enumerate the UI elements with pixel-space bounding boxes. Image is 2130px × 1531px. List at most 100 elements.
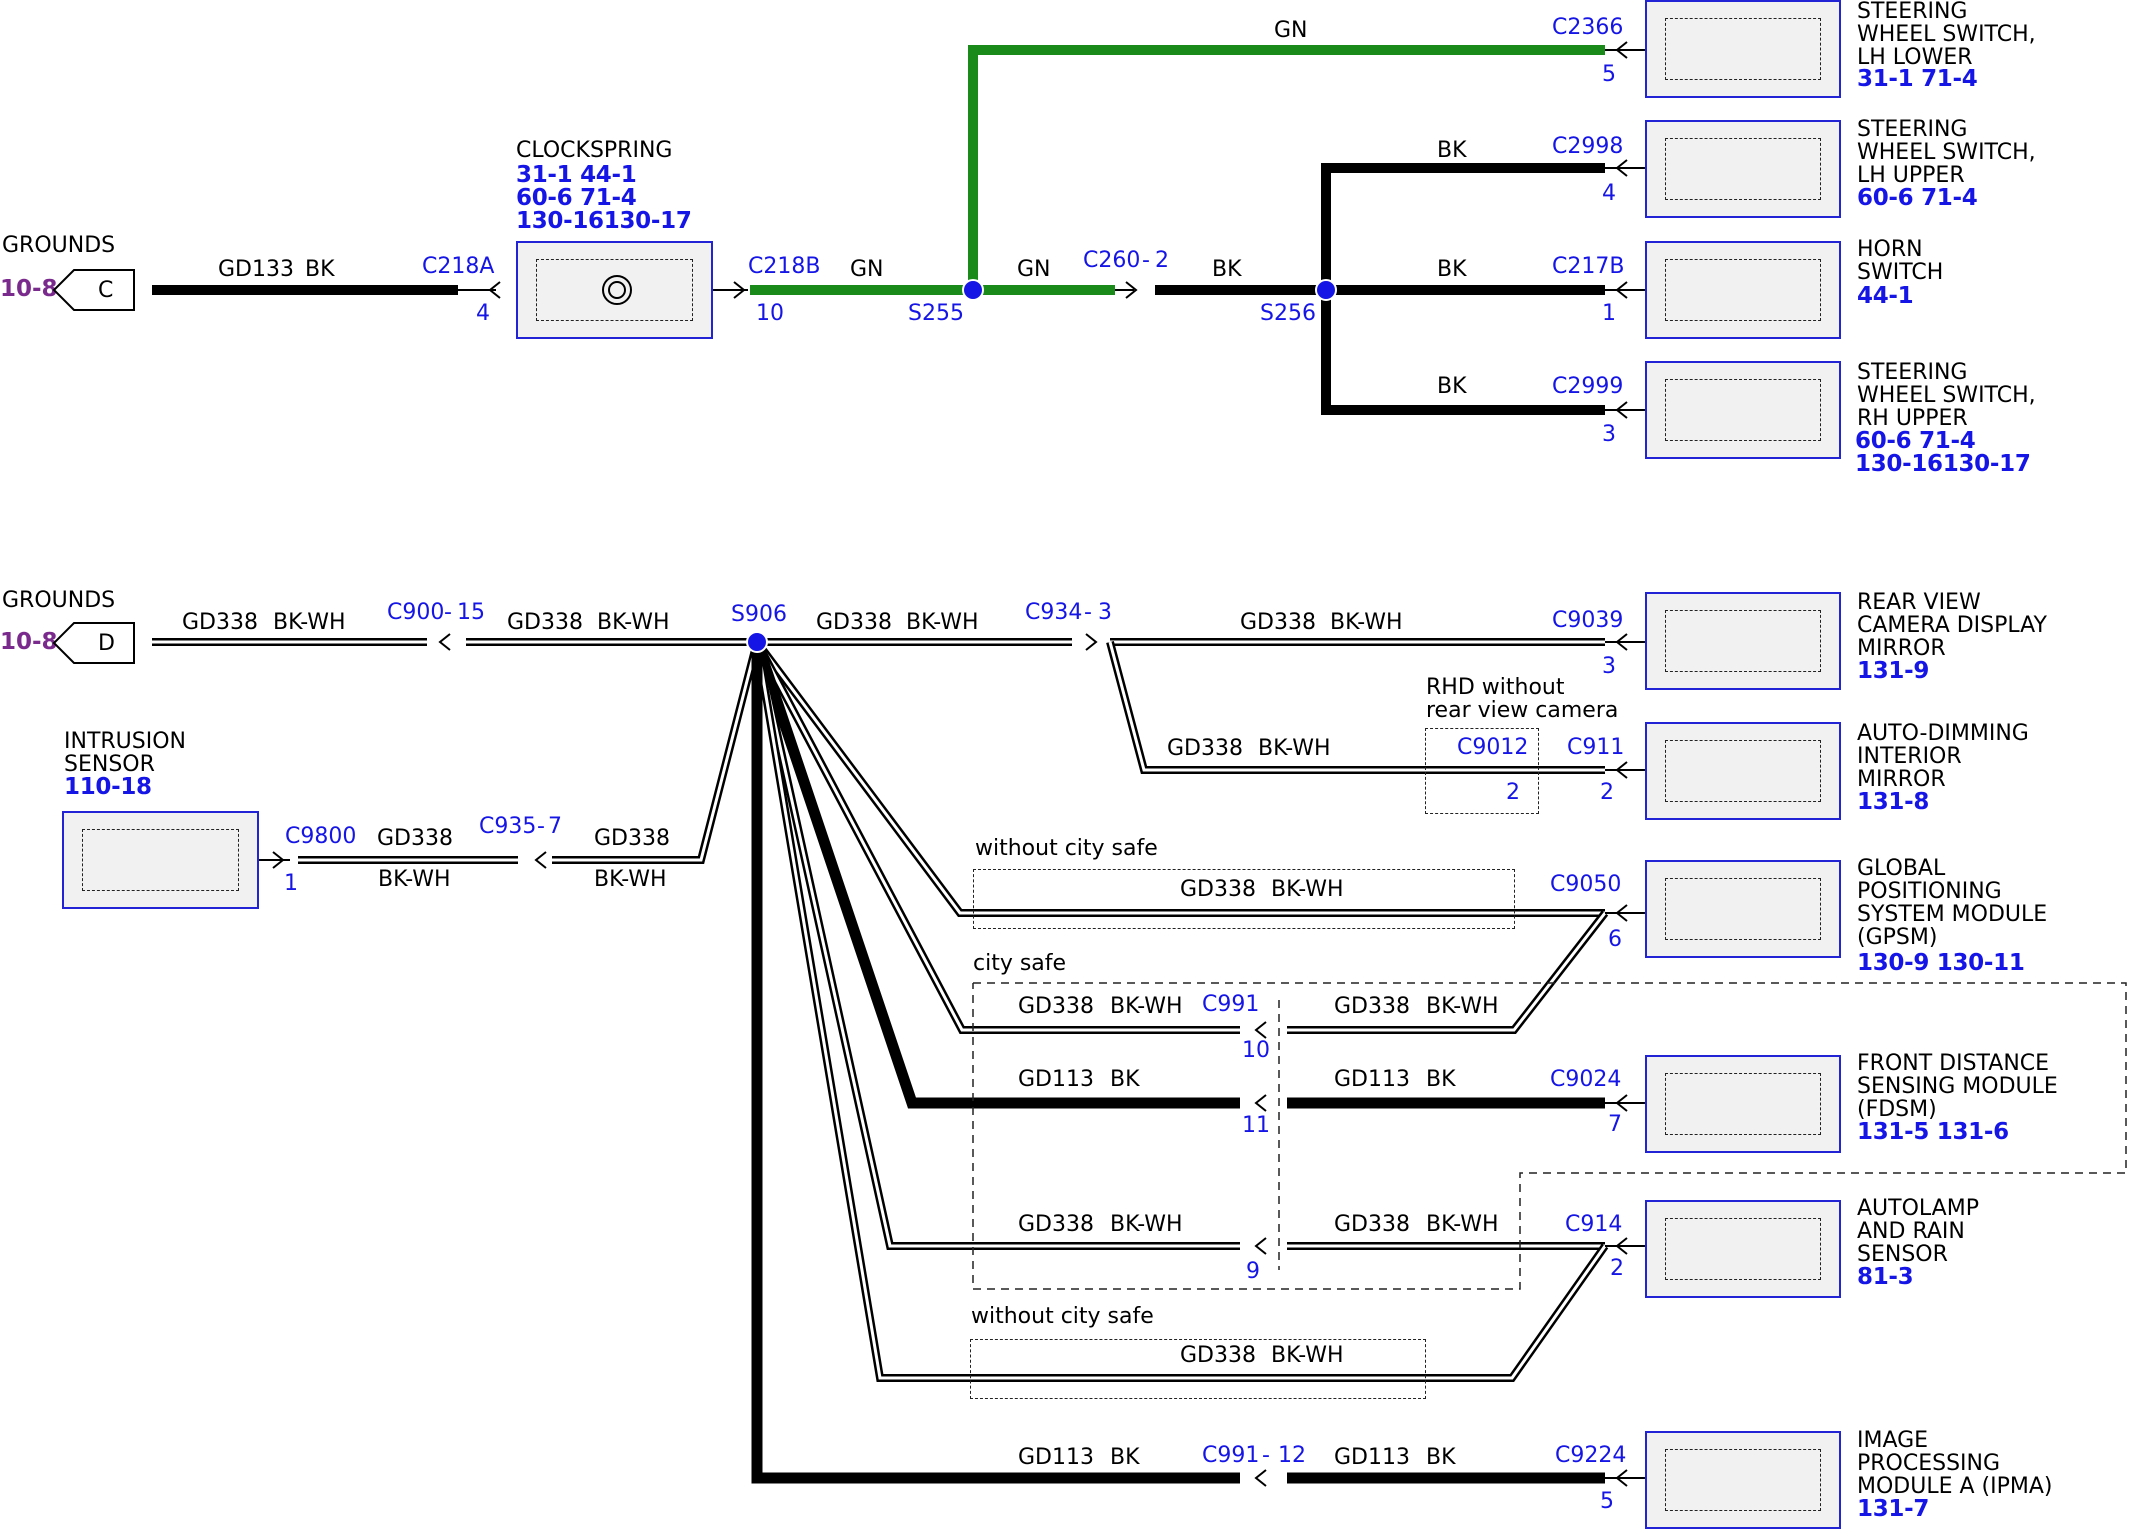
wire-gn-c2366 xyxy=(968,45,1605,290)
connector-c2999[interactable]: C2999 xyxy=(1552,374,1624,399)
device-sws-rh-upper-refs-2[interactable]: 130-16130-17 xyxy=(1855,451,2031,477)
clockspring-ref-2[interactable]: 60-6 71-4 xyxy=(516,185,637,211)
wire-w7-stripe xyxy=(552,641,759,862)
connector-c9039[interactable]: C9039 xyxy=(1552,608,1624,633)
w10-circuit: GD338 xyxy=(1334,994,1410,1019)
connector-c260-arrow xyxy=(1125,281,1138,299)
component-intrusion-sensor[interactable] xyxy=(62,811,259,909)
variant-without-city-safe-1: without city safe xyxy=(975,836,1158,861)
clockspring-ref-1[interactable]: 31-1 44-1 xyxy=(516,162,637,188)
component-gpsm[interactable] xyxy=(1645,860,1841,958)
w7-color: BK-WH xyxy=(594,867,667,892)
device-ipma-refs[interactable]: 131-7 xyxy=(1857,1496,1930,1522)
wire-w8-stripe xyxy=(755,641,1605,915)
connector-c9050-arrow xyxy=(1615,904,1628,922)
connector-c9800[interactable]: C9800 xyxy=(285,824,357,849)
splice-s256[interactable]: S256 xyxy=(1260,301,1316,326)
connector-c914[interactable]: C914 xyxy=(1565,1212,1623,1237)
connector-c934[interactable]: C934 xyxy=(1025,600,1083,625)
w5-color: BK-WH xyxy=(1258,736,1331,761)
connector-c2998[interactable]: C2998 xyxy=(1552,134,1624,159)
ground-c-tag xyxy=(52,269,135,311)
connector-c934-arrow xyxy=(1085,633,1098,651)
c991-pin10-arrow xyxy=(1254,1021,1267,1039)
clockspring-component[interactable] xyxy=(516,241,713,339)
wire-gn-color-1: GN xyxy=(850,257,884,282)
connector-c2366[interactable]: C2366 xyxy=(1552,15,1624,40)
ground-c-ref[interactable]: 10-8 xyxy=(0,276,58,302)
wire-gd133-circuit: GD133 xyxy=(218,257,294,282)
zone-without-city-safe-1 xyxy=(973,869,1515,929)
intrusion-sensor-refs[interactable]: 110-18 xyxy=(64,774,152,800)
connector-c9224[interactable]: C9224 xyxy=(1555,1443,1627,1468)
connector-c900-pin: 15 xyxy=(457,600,485,625)
rhd-note-1: RHD without xyxy=(1426,675,1565,700)
component-auto-dimming-mirror[interactable] xyxy=(1645,722,1841,820)
w5-circuit: GD338 xyxy=(1167,736,1243,761)
w16-circuit: GD113 xyxy=(1018,1445,1094,1470)
device-autolamp-refs[interactable]: 81-3 xyxy=(1857,1264,1914,1290)
connector-c935-arrow xyxy=(534,851,547,869)
component-rear-view-camera-mirror[interactable] xyxy=(1645,592,1841,690)
connector-c217b-pin: 1 xyxy=(1602,301,1616,326)
component-sws-rh-upper[interactable] xyxy=(1645,361,1841,459)
w4-circuit: GD338 xyxy=(1240,610,1316,635)
w15-color: BK-WH xyxy=(1271,1343,1344,1368)
w13-circuit: GD338 xyxy=(1018,1212,1094,1237)
w12-circuit: GD113 xyxy=(1334,1067,1410,1092)
connector-c260-pin: 2 xyxy=(1155,248,1169,273)
connector-c9012[interactable]: C9012 xyxy=(1457,735,1529,760)
connector-c9024[interactable]: C9024 xyxy=(1550,1067,1622,1092)
connector-c991-b[interactable]: C991 xyxy=(1202,1443,1260,1468)
connector-c217b[interactable]: C217B xyxy=(1552,254,1625,279)
connector-c911-arrow xyxy=(1615,761,1628,779)
device-rear-view-mirror-refs[interactable]: 131-9 xyxy=(1857,658,1930,684)
device-sws-lh-lower-refs[interactable]: 31-1 71-4 xyxy=(1857,66,1978,92)
device-gpsm-refs[interactable]: 130-9 130-11 xyxy=(1857,950,2025,976)
device-auto-dimming-mirror-refs[interactable]: 131-8 xyxy=(1857,789,1930,815)
connector-c991[interactable]: C991 xyxy=(1202,992,1260,1017)
component-autolamp-rain-sensor[interactable] xyxy=(1645,1200,1841,1298)
wire-gd133-color: BK xyxy=(305,257,335,282)
ground-d-ref[interactable]: 10-8 xyxy=(0,629,58,655)
clockspring-ref-3[interactable]: 130-16130-17 xyxy=(516,208,692,234)
device-sws-rh-upper-refs[interactable]: 60-6 71-4 xyxy=(1855,428,1976,454)
connector-c9039-arrow xyxy=(1615,633,1628,651)
w12-color: BK xyxy=(1426,1067,1456,1092)
device-sws-lh-upper-refs[interactable]: 60-6 71-4 xyxy=(1857,185,1978,211)
component-fdsm[interactable] xyxy=(1645,1055,1841,1153)
zone-without-city-safe-2 xyxy=(970,1339,1426,1399)
component-sws-lh-lower[interactable] xyxy=(1645,0,1841,98)
connector-c911[interactable]: C911 xyxy=(1567,735,1625,760)
component-ipma[interactable] xyxy=(1645,1431,1841,1529)
device-horn-switch-refs[interactable]: 44-1 xyxy=(1857,283,1914,309)
connector-c991-b-pin: 12 xyxy=(1278,1443,1306,1468)
device-fdsm-refs[interactable]: 131-5 131-6 xyxy=(1857,1119,2009,1145)
connector-c218b[interactable]: C218B xyxy=(748,254,821,279)
c991-pin-9: 9 xyxy=(1246,1259,1260,1284)
ground-c-letter: C xyxy=(98,278,114,303)
connector-c935[interactable]: C935 xyxy=(479,814,537,839)
connector-c9050[interactable]: C9050 xyxy=(1550,872,1622,897)
splice-s255-dot xyxy=(962,279,984,301)
connector-c900[interactable]: C900 xyxy=(387,600,445,625)
connector-c218b-pin: 10 xyxy=(756,301,784,326)
wire-w10-stripe xyxy=(1287,912,1607,1032)
connector-c934-pin: 3 xyxy=(1098,600,1112,625)
clockspring-title: CLOCKSPRING xyxy=(516,138,673,163)
connector-c260-sep: - xyxy=(1142,248,1150,273)
wire-w9-stripe xyxy=(755,641,1240,1032)
connector-c218a[interactable]: C218A xyxy=(422,254,495,279)
clockspring-coil-icon xyxy=(602,275,632,305)
splice-s906[interactable]: S906 xyxy=(731,602,787,627)
splice-s255[interactable]: S255 xyxy=(908,301,964,326)
component-horn-switch[interactable] xyxy=(1645,241,1841,339)
ground-c-title: GROUNDS xyxy=(2,233,116,258)
connector-c260[interactable]: C260 xyxy=(1083,248,1141,273)
w9-color: BK-WH xyxy=(1110,994,1183,1019)
component-sws-lh-upper[interactable] xyxy=(1645,120,1841,218)
ground-d-title: GROUNDS xyxy=(2,588,116,613)
connector-c2999-arrow xyxy=(1615,401,1628,419)
